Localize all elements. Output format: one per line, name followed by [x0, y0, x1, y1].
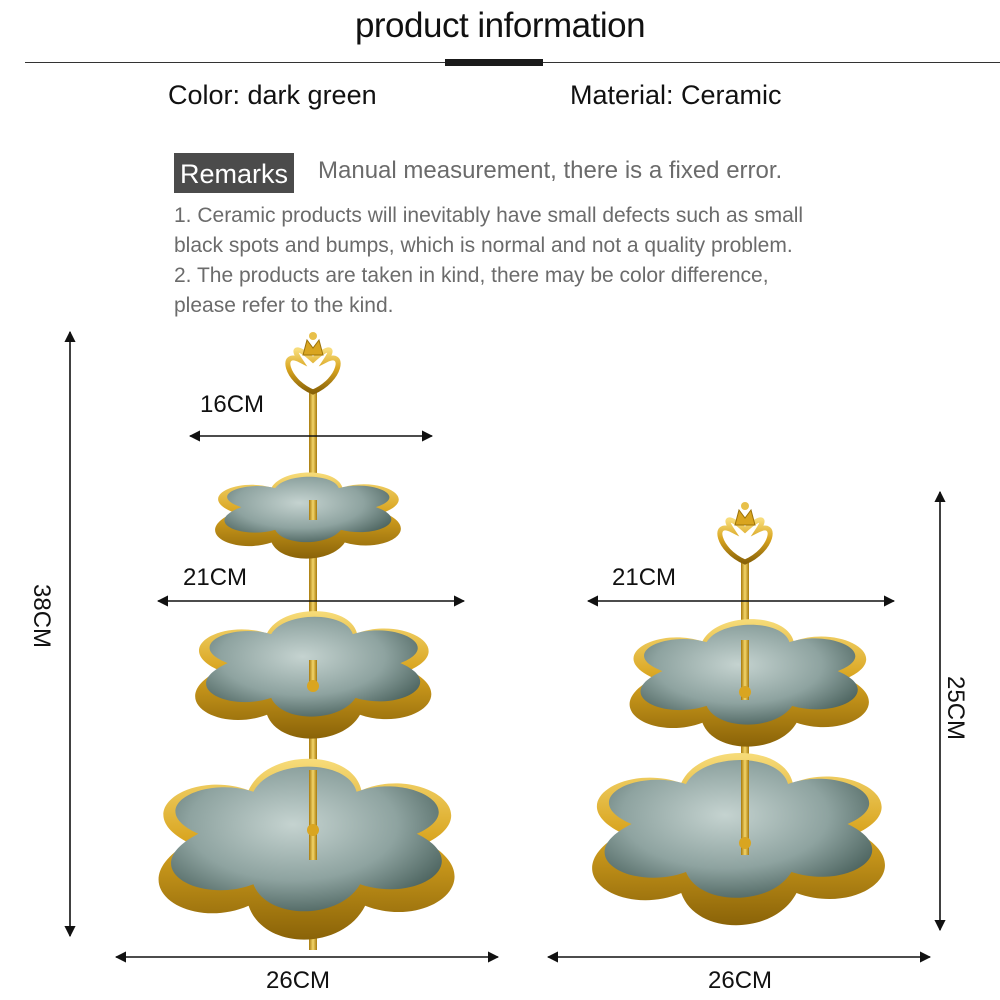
- remark-line: 1. Ceramic products will inevitably have…: [174, 204, 804, 227]
- dim-label-three-tier-height: 38CM: [28, 584, 55, 648]
- title-accent-bar: [445, 59, 543, 66]
- remarks-badge: Remarks: [174, 153, 294, 193]
- dim-label-top-width: 16CM: [200, 391, 264, 418]
- dim-label-two-tier-top-width: 21CM: [612, 564, 676, 591]
- remark-line: please refer to the kind.: [174, 294, 394, 317]
- dim-label-two-tier-height: 25CM: [942, 676, 969, 740]
- two-tier-stand: [592, 502, 885, 926]
- remark-line: 2. The products are taken in kind, there…: [174, 264, 769, 287]
- stand-handle: [717, 502, 773, 565]
- stand-handle: [285, 332, 341, 395]
- dim-label-two-tier-bottom-width: 26CM: [708, 967, 772, 994]
- color-spec: Color: dark green: [168, 80, 377, 110]
- material-spec: Material: Ceramic: [570, 80, 782, 110]
- remarks-note: Manual measurement, there is a fixed err…: [318, 157, 783, 184]
- dim-label-bottom-width: 26CM: [266, 967, 330, 994]
- page-title: product information: [354, 6, 646, 45]
- dim-label-middle-width: 21CM: [183, 564, 247, 591]
- remark-line: black spots and bumps, which is normal a…: [174, 234, 793, 257]
- three-tier-stand: [158, 332, 455, 950]
